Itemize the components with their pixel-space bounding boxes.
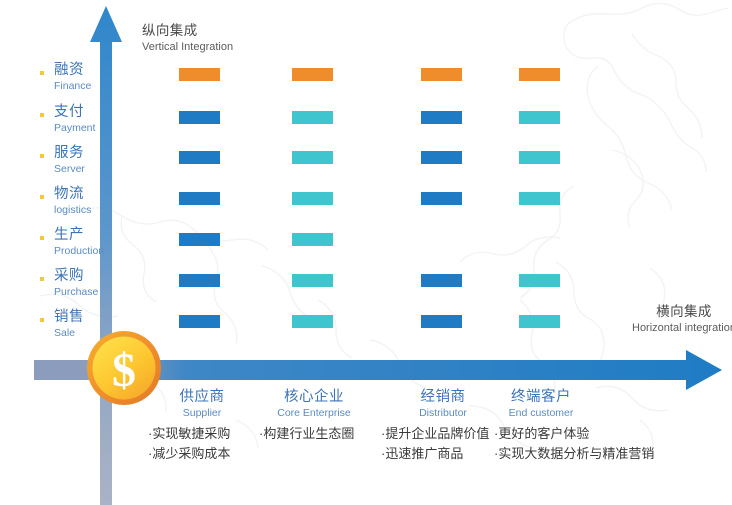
y-axis-label-en: logistics [54, 203, 92, 216]
bullet-square-icon [40, 277, 44, 281]
column-heading-en: Core Enterprise [277, 407, 351, 420]
bullet-square-icon [40, 236, 44, 240]
dollar-symbol: $ [112, 344, 136, 397]
matrix-cell-r1-c4 [519, 68, 560, 81]
dollar-coin-icon: $ [87, 331, 161, 405]
vertical-axis-label-en: Vertical Integration [142, 40, 234, 53]
matrix-cell-r4-c2 [292, 192, 333, 205]
matrix-cell-r4-c1 [179, 192, 220, 205]
y-axis-label-cn: 支付 [54, 104, 84, 120]
column-heading-cn: 经销商 [420, 389, 466, 405]
benefit-note-line: ·减少采购成本 [148, 446, 231, 462]
benefit-note-line: ·迅速推广商品 [381, 446, 464, 462]
bullet-square-icon [40, 318, 44, 322]
column-heading-cn: 终端客户 [511, 389, 571, 405]
matrix-cell-r3-c4 [519, 151, 560, 164]
y-axis-label-cn: 生产 [54, 227, 84, 243]
column-heading-en: Distributor [419, 407, 467, 420]
matrix-cell-r1-c1 [179, 68, 220, 81]
y-axis-label-cn: 物流 [54, 186, 84, 202]
vertical-axis-label: 纵向集成 Vertical Integration [142, 22, 233, 54]
y-axis-label-cn: 销售 [54, 309, 84, 325]
benefit-notes-4: ·更好的客户体验 ·实现大数据分析与精准营销 [494, 424, 654, 464]
benefit-notes-2: ·构建行业生态圈 [259, 424, 354, 444]
y-axis-label-cn: 采购 [54, 268, 84, 284]
vertical-axis-label-cn: 纵向集成 [142, 23, 198, 38]
matrix-cell-r7-c2 [292, 315, 333, 328]
matrix-cell-r2-c1 [179, 111, 220, 124]
bullet-square-icon [40, 113, 44, 117]
matrix-cell-r1-c3 [421, 68, 462, 81]
benefit-note-line: ·更好的客户体验 [494, 426, 590, 441]
matrix-cell-r6-c2 [292, 274, 333, 287]
matrix-cell-r4-c4 [519, 192, 560, 205]
y-axis-label-en: Payment [54, 121, 96, 134]
horizontal-axis-label-cn: 横向集成 [656, 304, 712, 319]
matrix-cell-r3-c2 [292, 151, 333, 164]
matrix-cell-r7-c4 [519, 315, 560, 328]
horizontal-axis-label-en: Horizontal integration [632, 321, 732, 334]
y-axis-label-en: Purchase [54, 285, 99, 298]
matrix-cell-r2-c4 [519, 111, 560, 124]
benefit-note-line: ·实现敏捷采购 [148, 426, 231, 441]
y-axis-label-en: Server [54, 162, 85, 175]
y-axis-label-en: Sale [54, 326, 76, 339]
benefit-note-line: ·提升企业品牌价值 [381, 426, 490, 441]
matrix-cell-r6-c3 [421, 274, 462, 287]
matrix-cell-r6-c4 [519, 274, 560, 287]
y-axis-label-en: Finance [54, 79, 92, 92]
benefit-notes-1: ·实现敏捷采购 ·减少采购成本 [148, 424, 230, 464]
horizontal-axis-label: 横向集成 Horizontal integration [632, 303, 732, 335]
matrix-cell-r1-c2 [292, 68, 333, 81]
matrix-cell-r6-c1 [179, 274, 220, 287]
horizontal-axis-arrow [34, 350, 722, 390]
matrix-cell-r4-c3 [421, 192, 462, 205]
column-heading-2: 核心企业 Core Enterprise [239, 388, 389, 420]
column-heading-en: Supplier [182, 407, 222, 420]
bullet-square-icon [40, 71, 44, 75]
benefit-note-line: ·构建行业生态圈 [259, 426, 355, 441]
matrix-cell-r3-c1 [179, 151, 220, 164]
benefit-notes-3: ·提升企业品牌价值 ·迅速推广商品 [381, 424, 489, 464]
matrix-cell-r2-c2 [292, 111, 333, 124]
y-axis-label-en: Production [54, 244, 105, 257]
matrix-cell-r7-c1 [179, 315, 220, 328]
column-heading-1: 供应商 Supplier [127, 388, 277, 420]
bullet-square-icon [40, 154, 44, 158]
column-heading-en: End customer [508, 407, 574, 420]
column-heading-cn: 核心企业 [284, 389, 344, 405]
matrix-cell-r3-c3 [421, 151, 462, 164]
benefit-note-line: ·实现大数据分析与精准营销 [494, 446, 655, 462]
matrix-cell-r2-c3 [421, 111, 462, 124]
column-heading-cn: 供应商 [179, 389, 225, 405]
vertical-axis-arrow [90, 6, 122, 505]
column-heading-4: 终端客户 End customer [466, 388, 616, 420]
matrix-cell-r5-c2 [292, 233, 333, 246]
y-axis-label-cn: 服务 [54, 145, 84, 161]
matrix-cell-r7-c3 [421, 315, 462, 328]
matrix-cell-r5-c1 [179, 233, 220, 246]
y-axis-label-cn: 融资 [54, 62, 84, 78]
column-heading-3: 经销商 Distributor [368, 388, 518, 420]
bullet-square-icon [40, 195, 44, 199]
